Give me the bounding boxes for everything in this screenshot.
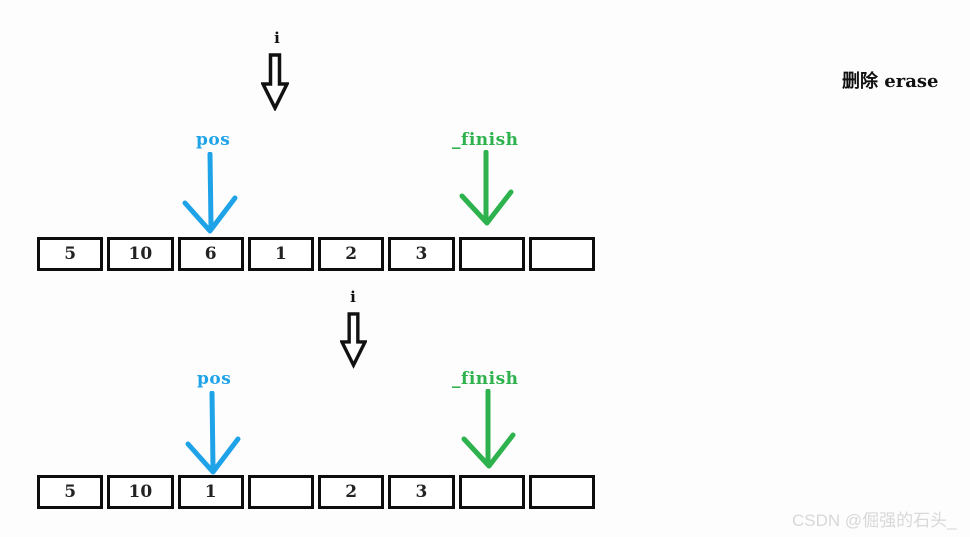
iterator-i-label-bottom: i [350, 288, 356, 306]
array-cell [458, 237, 525, 271]
finish-arrow-icon-bottom [461, 389, 516, 469]
array-cell: 6 [177, 237, 244, 271]
array-cell: 1 [177, 475, 244, 509]
pos-arrow-icon-bottom [185, 391, 241, 475]
array-cell [458, 475, 525, 509]
pos-pointer-label-top: pos [196, 130, 231, 150]
array-cell: 5 [37, 237, 104, 271]
finish-pointer-label-bottom: _finish [452, 369, 519, 389]
array-cell: 3 [388, 475, 455, 509]
pos-arrow-icon-top [182, 152, 238, 234]
array-cell [247, 475, 314, 509]
page-title: 删除 erase [842, 71, 939, 92]
array-row-top: 5 10 6 1 2 3 [37, 237, 595, 271]
array-cell: 3 [388, 237, 455, 271]
array-cell: 5 [37, 475, 104, 509]
array-cell: 10 [107, 475, 174, 509]
i-block-arrow-icon-bottom [340, 312, 367, 369]
pos-pointer-label-bottom: pos [197, 369, 232, 389]
finish-pointer-label-top: _finish [452, 130, 519, 150]
array-cell: 10 [107, 237, 174, 271]
array-cell [528, 475, 595, 509]
finish-arrow-icon-top [459, 150, 514, 226]
csdn-watermark: CSDN @倔强的石头_ [792, 511, 957, 530]
array-cell: 2 [318, 475, 385, 509]
array-row-bottom: 5 10 1 2 3 [37, 475, 595, 509]
i-block-arrow-icon-top [261, 53, 289, 111]
array-cell: 1 [247, 237, 314, 271]
array-cell: 2 [318, 237, 385, 271]
iterator-i-label-top: i [274, 29, 280, 47]
array-cell [528, 237, 595, 271]
